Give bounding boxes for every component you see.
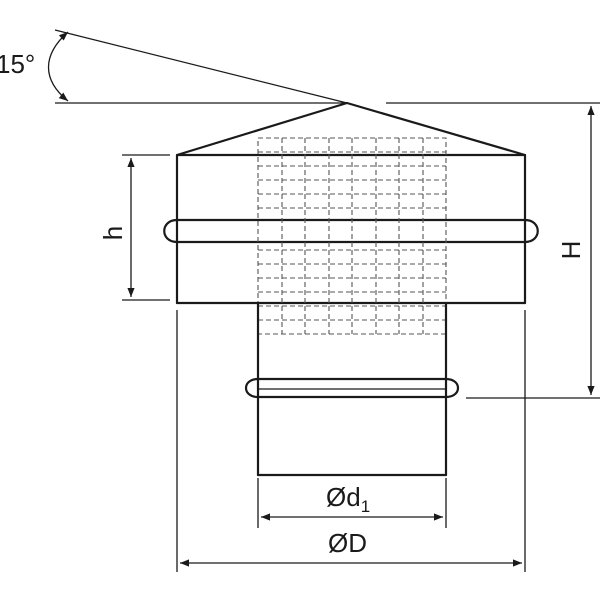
lower-pipe (244, 301, 460, 477)
cap-body (175, 153, 527, 305)
angle-dimension: 15° (0, 29, 348, 104)
D-dimension: ØD (176, 310, 526, 572)
D-label: ØD (328, 528, 367, 558)
cap-bead (163, 218, 539, 244)
cap-roof (175, 101, 527, 157)
d1-label: Ød1 (326, 482, 370, 516)
h-dimension: h (98, 154, 170, 301)
H-dimension: H (386, 102, 600, 399)
hidden-mesh (257, 137, 447, 335)
h-label: h (98, 226, 128, 240)
angle-label: 15° (0, 49, 35, 79)
H-label: H (556, 241, 586, 260)
d1-dimension: Ød1 (257, 478, 447, 528)
